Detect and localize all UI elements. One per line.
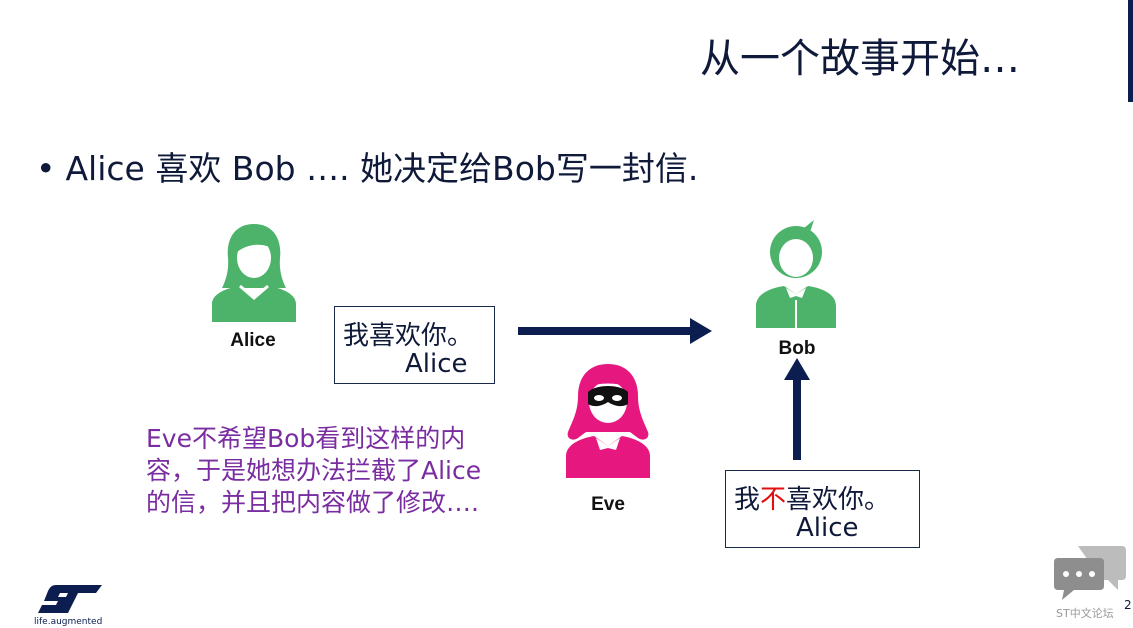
eve-note: Eve不希望Bob看到这样的内容，于是她想办法拦截了Alice的信，并且把内容做… xyxy=(146,424,482,517)
eve-icon xyxy=(566,364,650,478)
original-letter-text: 我喜欢你。 xyxy=(343,321,474,351)
bob-icon xyxy=(756,220,836,328)
eve-label: Eve xyxy=(591,494,625,515)
forum-label: ST中文论坛 xyxy=(1056,607,1114,620)
slide-title: 从一个故事开始… xyxy=(700,36,1020,82)
modified-letter-text: 我不喜欢你。 xyxy=(734,479,890,516)
bob-label: Bob xyxy=(778,338,816,359)
modified-letter-suffix: 喜欢你。 xyxy=(786,485,891,515)
inserted-word: 不 xyxy=(760,485,787,515)
bullet-text: •Alice 喜欢 Bob …. 她决定给Bob写一封信. xyxy=(36,142,698,190)
forum-chat-icon xyxy=(1054,546,1126,600)
page-number: 2 xyxy=(1124,598,1132,612)
logo-tagline: life.augmented xyxy=(34,617,103,627)
modified-letter-signature: Alice xyxy=(796,513,859,543)
accent-bar xyxy=(1128,0,1133,102)
bullet-dot: • xyxy=(36,149,56,188)
arrow-right-icon xyxy=(518,318,712,344)
modified-letter-prefix: 我 xyxy=(734,485,761,515)
st-logo-icon xyxy=(38,585,102,613)
original-letter-signature: Alice xyxy=(405,349,468,379)
alice-label: Alice xyxy=(230,330,276,351)
original-letter-box: 我喜欢你。 Alice xyxy=(334,306,495,384)
arrow-up-icon xyxy=(784,358,810,460)
alice-icon xyxy=(212,224,296,322)
modified-letter-box: 我不喜欢你。 Alice xyxy=(725,470,920,548)
bullet-content: Alice 喜欢 Bob …. 她决定给Bob写一封信. xyxy=(65,149,699,188)
